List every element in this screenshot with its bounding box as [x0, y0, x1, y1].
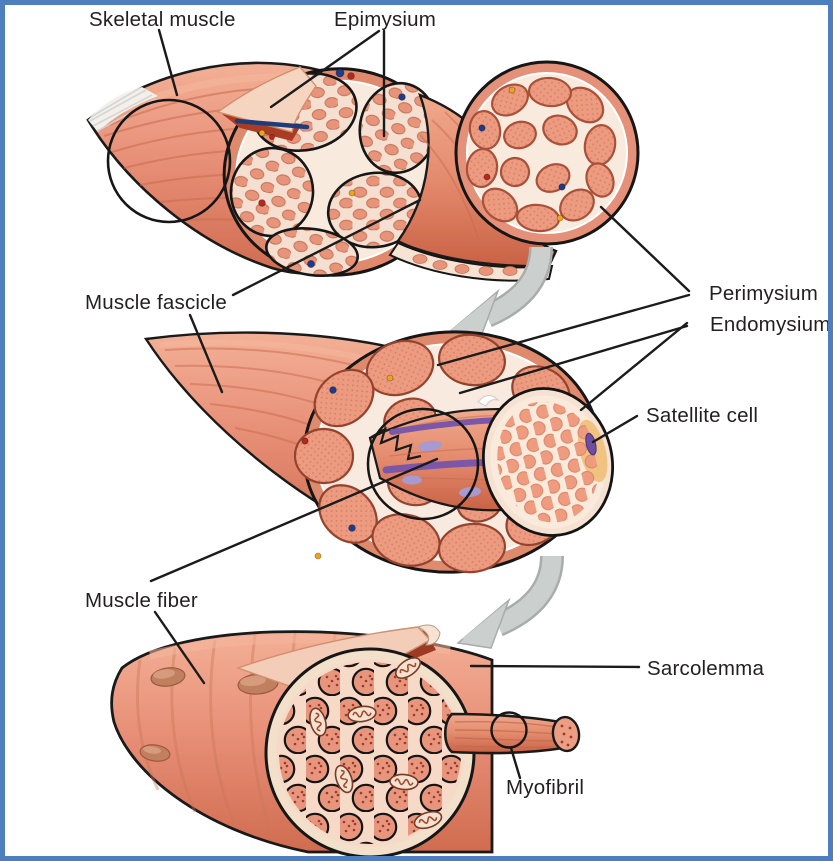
leader-epimysium-left — [269, 29, 381, 109]
label-myofibril: Myofibril — [506, 776, 585, 799]
annotation-circle-muscle-fiber — [366, 407, 480, 521]
leader-skeletal-muscle — [157, 28, 179, 97]
leader-endomysium-1 — [579, 321, 689, 412]
label-epimysium: Epimysium — [334, 8, 437, 31]
muscle-fascicle-illustration — [143, 330, 615, 574]
label-perimysium: Perimysium — [709, 282, 819, 305]
leader-perimysium-2 — [436, 293, 691, 367]
muscle-cross-section-disc — [454, 60, 640, 246]
skeletal-muscle-illustration — [86, 60, 640, 282]
leader-muscle-fiber-lower — [153, 610, 206, 685]
leader-muscle-fiber-upper — [149, 457, 439, 583]
leader-sarcolemma — [469, 664, 641, 669]
leader-lines — [149, 28, 691, 780]
endomysium-end-disc — [481, 387, 615, 537]
label-endomysium: Endomysium — [710, 313, 831, 336]
muscle-fiber-illustration — [110, 624, 581, 856]
leader-muscle-fascicle-lower — [188, 313, 224, 394]
leader-myofibril — [509, 746, 522, 780]
leader-perimysium-1 — [599, 205, 691, 293]
leader-endomysium-2 — [458, 324, 689, 395]
label-sarcolemma: Sarcolemma — [647, 657, 765, 680]
label-skeletal-muscle: Skeletal muscle — [89, 8, 236, 31]
myofibril-rod — [443, 711, 581, 755]
label-satellite-cell: Satellite cell — [646, 404, 759, 427]
annotation-circle-myofibril — [490, 711, 528, 749]
myofibril-cross-section-disc — [264, 647, 476, 856]
epimysium-flap — [216, 66, 317, 141]
leader-muscle-fascicle-upper — [231, 198, 422, 297]
label-muscle-fiber: Muscle fiber — [85, 589, 198, 612]
mitochondria — [309, 657, 443, 830]
label-muscle-fascicle: Muscle fascicle — [85, 291, 227, 314]
leader-satellite-cell — [591, 414, 639, 444]
annotation-circle-skeletal-muscle — [106, 98, 232, 224]
satellite-cell-body — [585, 432, 597, 456]
